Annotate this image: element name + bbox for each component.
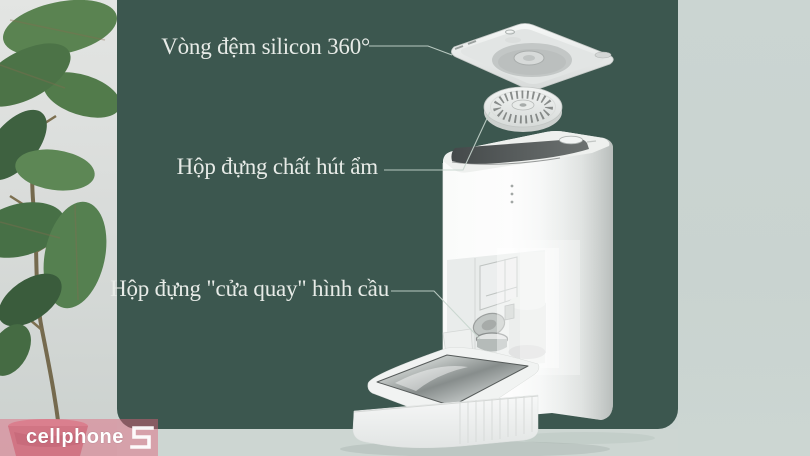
brand-name: cellphone [26, 426, 124, 448]
watermark: cellphone [0, 419, 158, 456]
callout-line-silicon-ring [369, 45, 453, 56]
cutaway-internals [447, 240, 580, 375]
annotation-desiccant-box: Hộp đựng chất hút ẩm [176, 154, 379, 179]
steel-bowl [376, 354, 529, 407]
plant-leaves [0, 0, 121, 376]
ribbed-base [352, 394, 539, 449]
callout-line-desiccant-box [384, 111, 491, 171]
feeder-lid [451, 23, 614, 90]
callout-line-rotating-door-box [391, 290, 481, 340]
desiccant-plate [483, 86, 563, 132]
hopper-opening [451, 138, 589, 164]
feeder-bowl [352, 347, 540, 449]
brand-logo-icon [129, 424, 156, 451]
plant-image [0, 0, 121, 456]
led-indicators [510, 184, 514, 204]
plant-pot [8, 419, 88, 456]
annotation-rotating-door-box: Hộp đựng "cửa quay" hình cầu [110, 276, 389, 301]
background-right [678, 0, 810, 456]
lid-button [559, 135, 583, 145]
rotating-door-wheel [472, 312, 506, 338]
annotation-silicon-ring: Vòng đệm silicon 360° [161, 34, 370, 59]
